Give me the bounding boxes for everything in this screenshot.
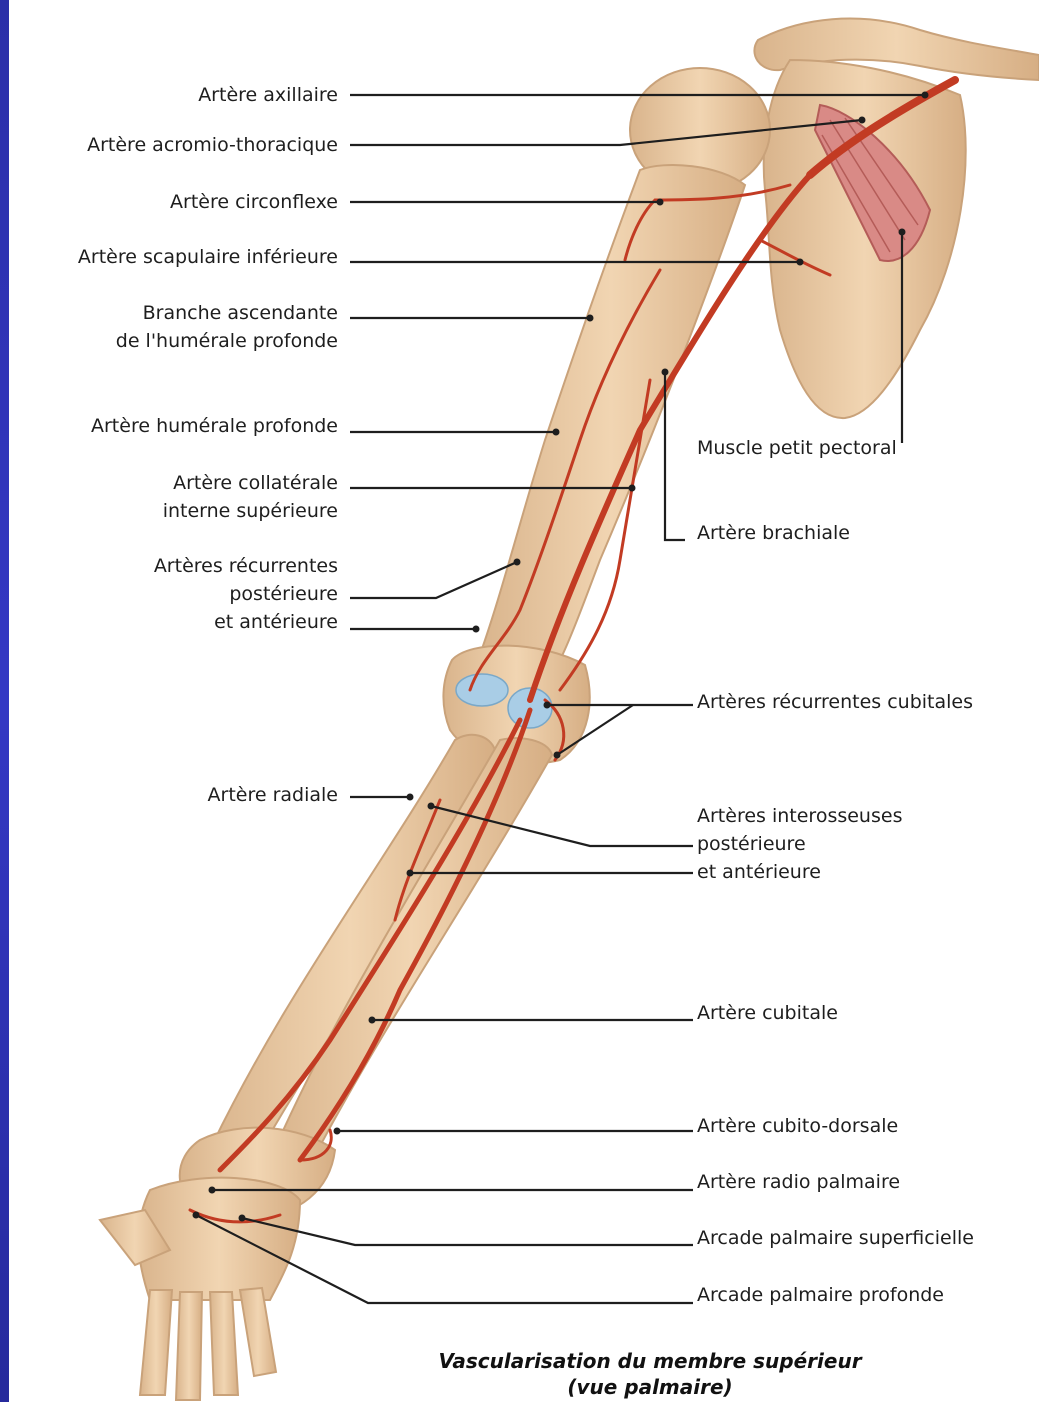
label-arteres-interosseuses-line1: Artères interosseuses	[697, 802, 902, 830]
label-artere-cubitale: Artère cubitale	[697, 999, 838, 1027]
label-arteres-interosseuses-line3: et antérieure	[697, 858, 821, 886]
cartilage-left	[456, 674, 508, 706]
scapula-bone	[764, 60, 966, 418]
label-arteres-recurrentes-line2: postérieure	[8, 580, 338, 608]
label-branche-ascendante-line2: de l'humérale profonde	[8, 327, 338, 355]
label-artere-collaterale-line2: interne supérieure	[8, 497, 338, 525]
label-artere-brachiale: Artère brachiale	[697, 519, 850, 547]
label-arteres-recurrentes-line1: Artères récurrentes	[8, 552, 338, 580]
caption-line1: Vascularisation du membre supérieur	[330, 1348, 970, 1374]
label-arcade-palmaire-profonde: Arcade palmaire profonde	[697, 1281, 944, 1309]
label-artere-radio-palmaire: Artère radio palmaire	[697, 1168, 900, 1196]
label-artere-cubito-dorsale: Artère cubito-dorsale	[697, 1112, 898, 1140]
label-artere-axillaire: Artère axillaire	[8, 81, 338, 109]
label-artere-radiale: Artère radiale	[8, 781, 338, 809]
label-artere-scapulaire-inferieure: Artère scapulaire inférieure	[8, 243, 338, 271]
label-artere-acromio-thoracique: Artère acromio-thoracique	[8, 131, 338, 159]
label-arteres-interosseuses-line2: postérieure	[697, 830, 806, 858]
figure-caption: Vascularisation du membre supérieur (vue…	[330, 1348, 970, 1400]
label-artere-circonflexe: Artère circonflexe	[8, 188, 338, 216]
label-arteres-recurrentes-cubitales: Artères récurrentes cubitales	[697, 688, 973, 716]
label-artere-humerale-profonde: Artère humérale profonde	[8, 412, 338, 440]
label-arcade-palmaire-superficielle: Arcade palmaire superficielle	[697, 1224, 974, 1252]
label-branche-ascendante-line1: Branche ascendante	[8, 299, 338, 327]
label-muscle-petit-pectoral: Muscle petit pectoral	[697, 434, 897, 462]
label-arteres-recurrentes-line3: et antérieure	[8, 608, 338, 636]
humerus-bone	[478, 165, 745, 660]
caption-line2: (vue palmaire)	[330, 1374, 970, 1400]
label-artere-collaterale-line1: Artère collatérale	[8, 469, 338, 497]
